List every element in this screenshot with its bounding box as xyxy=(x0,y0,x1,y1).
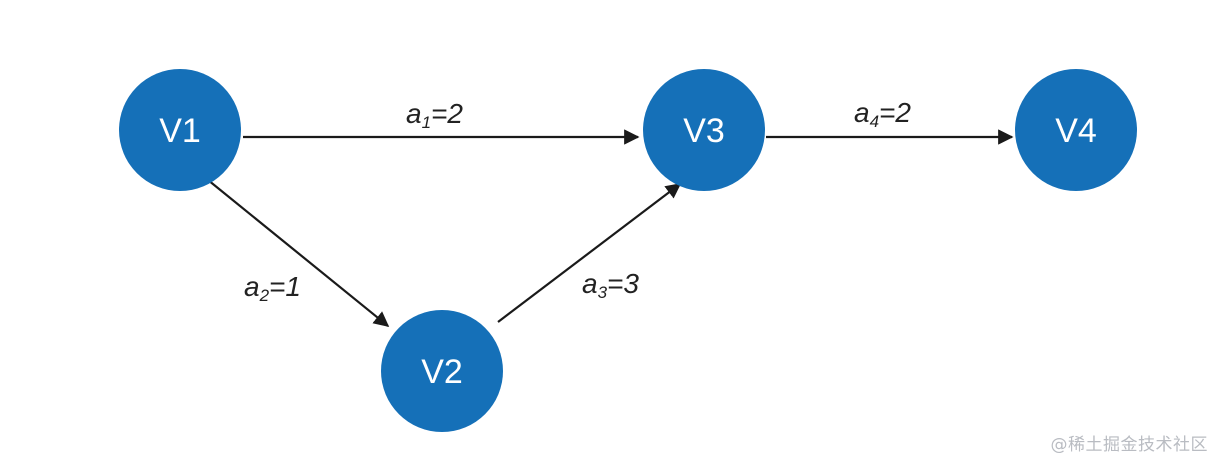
node-v1-label: V1 xyxy=(159,112,201,150)
node-v2-circle xyxy=(381,310,503,432)
node-v4-label: V4 xyxy=(1055,112,1097,150)
node-v1-circle xyxy=(119,69,241,191)
node-v3: V3 xyxy=(643,69,765,191)
node-v1: V1 xyxy=(119,69,241,191)
edge-a2-arrow xyxy=(207,179,390,327)
node-v4-circle xyxy=(1015,69,1137,191)
node-v3-circle xyxy=(643,69,765,191)
edge-a2-label: a2=1 xyxy=(244,271,301,305)
node-v4: V4 xyxy=(1015,69,1137,191)
edge-a1-label: a1=2 xyxy=(406,98,463,132)
edge-a3-arrow xyxy=(497,183,682,323)
node-v3-label: V3 xyxy=(683,112,725,150)
node-v2-label: V2 xyxy=(421,353,463,391)
watermark: @稀土掘金技术社区 xyxy=(1050,435,1208,455)
node-v2: V2 xyxy=(381,310,503,432)
edge-a3-label: a3=3 xyxy=(582,268,639,302)
edge-a4-label: a4=2 xyxy=(854,97,911,131)
